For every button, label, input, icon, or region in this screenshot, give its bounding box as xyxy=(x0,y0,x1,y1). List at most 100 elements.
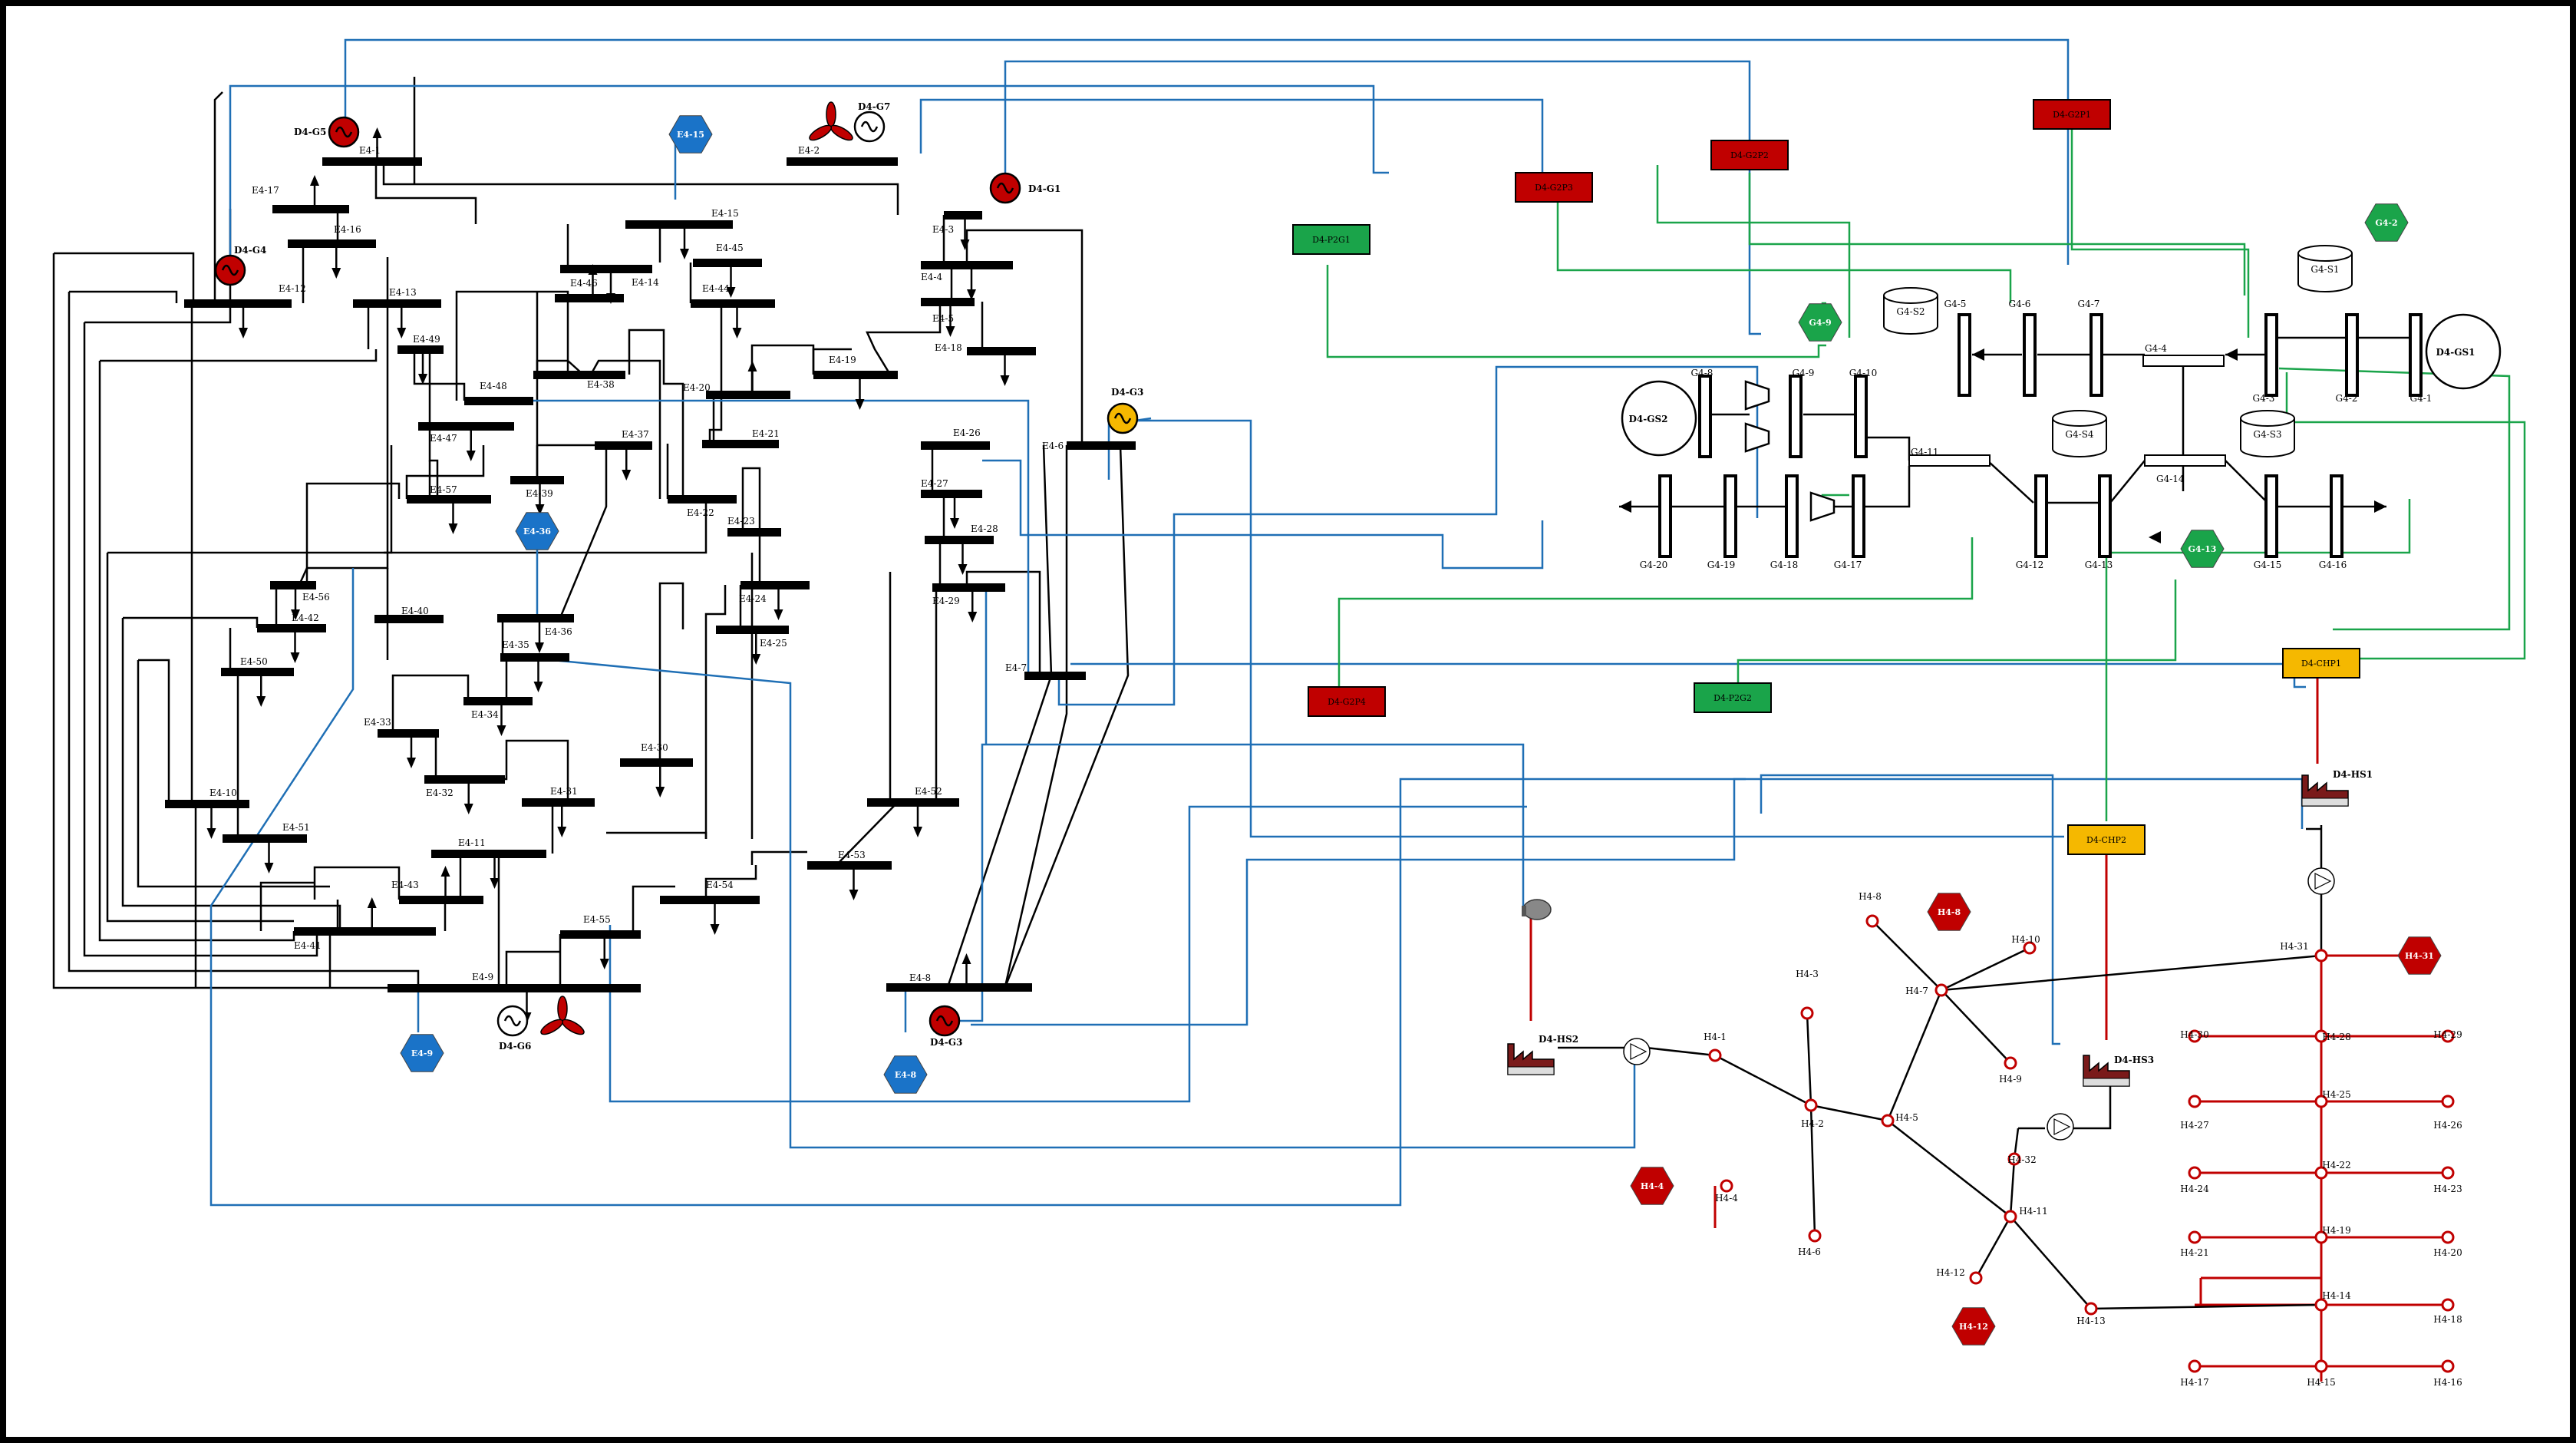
heat-source-hs1[interactable]: D4-HS1 xyxy=(2301,769,2373,807)
gas-node-g4-7[interactable] xyxy=(2089,313,2103,397)
gas-storage-s2[interactable]: G4-S2 xyxy=(1883,287,1938,335)
heat-node-h4-17[interactable] xyxy=(2188,1359,2202,1373)
bus-e4-14[interactable] xyxy=(560,265,652,273)
bus-e4-52[interactable] xyxy=(867,798,959,807)
heat-node-h4-7[interactable] xyxy=(1934,983,1948,997)
bus-e4-40[interactable] xyxy=(374,615,444,623)
hexagon-h8h[interactable]: H4-8 xyxy=(1927,893,1971,931)
gas-node-g4-20[interactable] xyxy=(1658,474,1672,558)
gas-node-g4-15[interactable] xyxy=(2264,474,2278,558)
heat-node-h4-6[interactable] xyxy=(1808,1229,1822,1243)
hexagon-h31h[interactable]: H4-31 xyxy=(2397,936,2442,975)
gas-storage-s1[interactable]: G4-S1 xyxy=(2297,245,2353,292)
bus-e4-35[interactable] xyxy=(500,653,569,662)
heat-node-h4-27[interactable] xyxy=(2188,1095,2202,1108)
heat-node-h4-31[interactable] xyxy=(2314,949,2328,963)
bus-e4-39[interactable] xyxy=(510,476,564,484)
bus-e4-36[interactable] xyxy=(497,614,574,622)
heat-node-h4-29[interactable] xyxy=(2441,1029,2455,1043)
gas-node-g4-6[interactable] xyxy=(2023,313,2037,397)
gas-node-g4-10[interactable] xyxy=(1854,375,1868,458)
chp-chp1[interactable]: D4-CHP1 xyxy=(2282,648,2360,679)
gas-source-gs2[interactable] xyxy=(1621,380,1697,457)
bus-e4-19[interactable] xyxy=(813,371,898,379)
g2p-g2p1[interactable]: D4-G2P1 xyxy=(2033,99,2111,130)
heat-node-h4-11[interactable] xyxy=(2004,1210,2017,1223)
generator-d4-g1[interactable] xyxy=(989,172,1021,204)
bus-e4-33[interactable] xyxy=(378,729,439,738)
generator-d4-g3[interactable] xyxy=(928,1005,961,1037)
bus-e4-12[interactable] xyxy=(184,299,292,308)
bus-e4-38[interactable] xyxy=(533,371,625,379)
bus-e4-22[interactable] xyxy=(668,495,737,504)
bus-e4-43[interactable] xyxy=(399,896,483,904)
bus-e4-34[interactable] xyxy=(463,697,533,705)
gas-node-g4-14[interactable] xyxy=(2144,454,2226,467)
bus-e4-31[interactable] xyxy=(522,798,595,807)
bus-e4-28[interactable] xyxy=(925,536,994,544)
bus-e4-47[interactable] xyxy=(418,422,514,431)
bus-e4-55[interactable] xyxy=(560,930,641,939)
g2p-g2p4[interactable]: D4-G2P4 xyxy=(1308,686,1386,717)
p2g-p2g1[interactable]: D4-P2G1 xyxy=(1292,224,1370,255)
heat-node-h4-18[interactable] xyxy=(2441,1298,2455,1312)
chp-chp2[interactable]: D4-CHP2 xyxy=(2067,824,2146,855)
bus-e4-5[interactable] xyxy=(921,298,975,306)
heat-node-h4-9[interactable] xyxy=(2004,1056,2017,1070)
heat-node-h4-25[interactable] xyxy=(2314,1095,2328,1108)
heat-node-h4-14[interactable] xyxy=(2314,1298,2328,1312)
gas-node-g4-8[interactable] xyxy=(1698,375,1712,458)
generator-d4-g5[interactable] xyxy=(328,116,360,148)
bus-e4-51[interactable] xyxy=(223,834,307,843)
bus-e4-49[interactable] xyxy=(397,345,444,354)
bus-e4-44[interactable] xyxy=(691,299,775,308)
heat-node-h4-23[interactable] xyxy=(2441,1166,2455,1180)
bus-e4-11[interactable] xyxy=(431,850,546,858)
bus-e4-1[interactable] xyxy=(322,157,422,166)
gas-node-g4-11[interactable] xyxy=(1908,454,1991,467)
bus-e4-20[interactable] xyxy=(706,391,790,399)
heat-node-h4-24[interactable] xyxy=(2188,1166,2202,1180)
bus-e4-27[interactable] xyxy=(921,490,982,498)
bus-e4-56[interactable] xyxy=(270,581,316,589)
gas-node-g4-18[interactable] xyxy=(1785,474,1799,558)
generator-d4-g7[interactable] xyxy=(807,101,886,143)
bus-e4-50[interactable] xyxy=(221,668,294,676)
bus-e4-13[interactable] xyxy=(353,299,441,308)
hexagon-e4-8h[interactable]: E4-8 xyxy=(883,1055,928,1094)
bus-e4-10[interactable] xyxy=(165,800,249,808)
gas-storage-s4[interactable]: G4-S4 xyxy=(2052,410,2107,457)
bus-e4-26[interactable] xyxy=(921,441,990,450)
bus-e4-7[interactable] xyxy=(1024,672,1086,680)
hexagon-g9h[interactable]: G4-9 xyxy=(1798,303,1842,342)
bus-e4-16[interactable] xyxy=(288,239,376,248)
bus-e4-17[interactable] xyxy=(272,205,349,213)
bus-e4-45[interactable] xyxy=(693,259,762,267)
heat-node-h4-15[interactable] xyxy=(2314,1359,2328,1373)
heat-node-h4-12[interactable] xyxy=(1969,1271,1983,1285)
gas-node-g4-17[interactable] xyxy=(1852,474,1865,558)
bus-e4-57[interactable] xyxy=(407,495,491,504)
bus-e4-3[interactable] xyxy=(944,211,982,220)
gas-node-g4-12[interactable] xyxy=(2034,474,2048,558)
g2p-g2p2[interactable]: D4-G2P2 xyxy=(1710,140,1789,170)
heat-node-h4-22[interactable] xyxy=(2314,1166,2328,1180)
heat-node-h4-13[interactable] xyxy=(2084,1302,2098,1316)
heat-node-h4-3[interactable] xyxy=(1800,1006,1814,1020)
generator-d4-g6[interactable] xyxy=(496,996,586,1037)
heat-node-h4-10[interactable] xyxy=(2023,941,2037,955)
heat-node-h4-19[interactable] xyxy=(2314,1230,2328,1244)
heat-node-h4-32[interactable] xyxy=(2007,1152,2021,1166)
bus-e4-4[interactable] xyxy=(921,261,1013,269)
generator-d4-g4[interactable] xyxy=(214,254,246,286)
heat-node-h4-20[interactable] xyxy=(2441,1230,2455,1244)
bus-e4-15[interactable] xyxy=(625,220,733,229)
hexagon-e4-9h[interactable]: E4-9 xyxy=(400,1034,444,1072)
gas-node-g4-9[interactable] xyxy=(1789,375,1803,458)
bus-e4-23[interactable] xyxy=(727,528,781,537)
bus-e4-46[interactable] xyxy=(555,294,624,302)
bus-e4-25[interactable] xyxy=(716,626,789,634)
bus-e4-18[interactable] xyxy=(967,347,1036,355)
bus-e4-24[interactable] xyxy=(740,581,810,589)
gas-node-g4-2[interactable] xyxy=(2345,313,2359,397)
